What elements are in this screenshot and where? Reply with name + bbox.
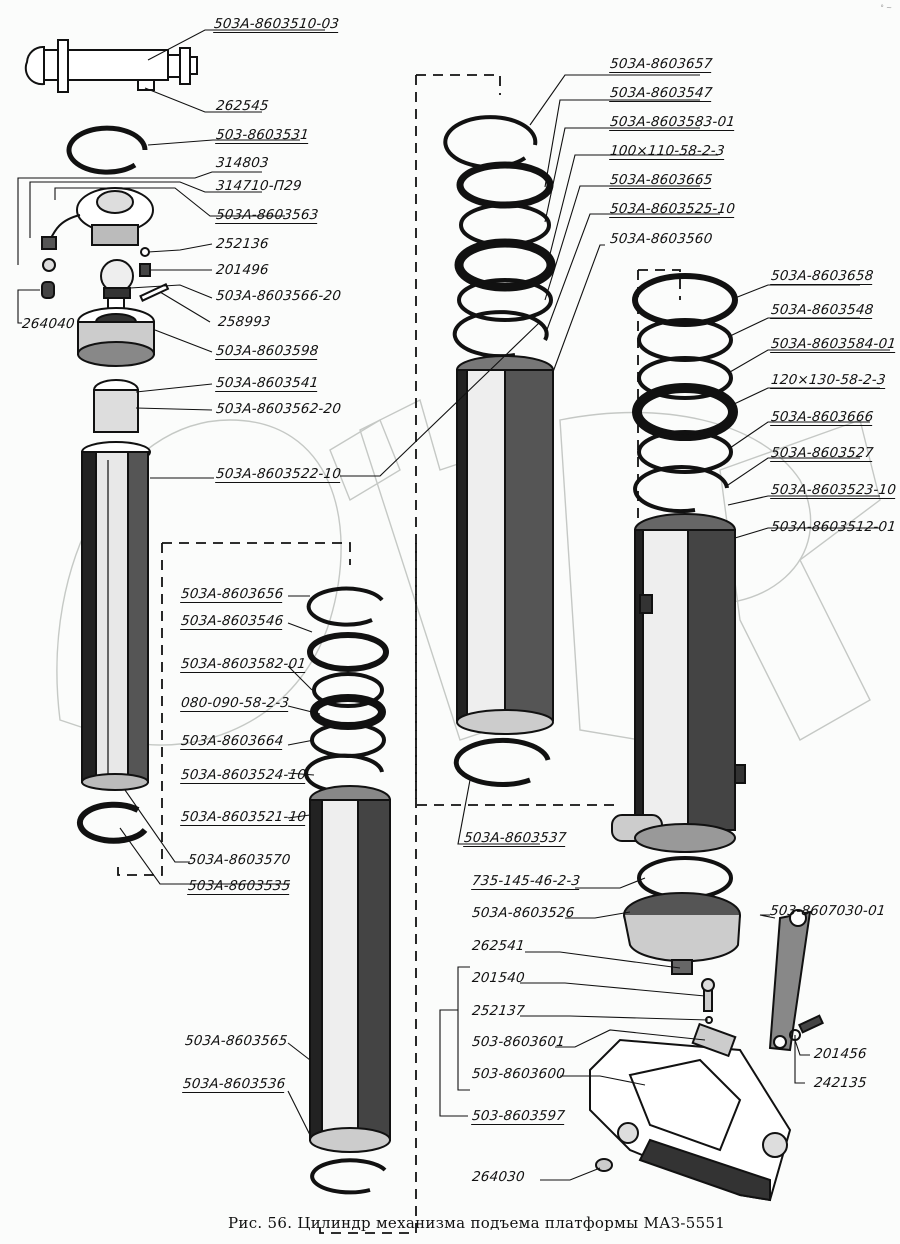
part-label: 503А-8603665 xyxy=(609,172,714,189)
part-label: 262541 xyxy=(471,938,526,954)
part-label: 120×130-58-2-3 xyxy=(770,372,887,389)
part-label: 503А-8603548 xyxy=(770,302,875,319)
middle-stage-rings xyxy=(443,115,556,359)
inner-stage-rings xyxy=(304,586,389,794)
part-label: 503А-8603563 xyxy=(215,207,320,224)
part-label: 264030 xyxy=(471,1169,526,1185)
part-label: 201456 xyxy=(813,1046,868,1062)
snap-ring-top xyxy=(66,125,148,175)
part-label: 252136 xyxy=(215,236,270,252)
part-label: 503А-8603560 xyxy=(609,231,714,247)
part-label: 503А-8603510-03 xyxy=(213,16,340,33)
part-label: 242135 xyxy=(813,1075,868,1091)
part-label: 503А-8603546 xyxy=(180,613,285,630)
part-label: 503А-8603526 xyxy=(471,905,576,921)
part-label: 503А-8603512-01 xyxy=(770,519,897,535)
part-label: 503А-8603523-10 xyxy=(770,482,897,499)
part-label: 264040 xyxy=(21,316,76,332)
part-label: 503А-8603565 xyxy=(184,1033,289,1049)
part-label: 503А-8603541 xyxy=(215,375,320,392)
corner-mark: ° ~ xyxy=(880,4,892,12)
part-label: 503А-8603570 xyxy=(187,852,292,868)
part-label: 503-8603531 xyxy=(215,127,310,144)
part-label: 503А-8603521-10 xyxy=(180,809,307,826)
watermark xyxy=(56,398,881,746)
left-cylinder xyxy=(81,451,149,791)
inner-stage-cylinder xyxy=(309,785,391,1195)
figure-caption: Рис. 56. Цилиндр механизма подъема платф… xyxy=(228,1214,726,1232)
part-label: 503А-8603525-10 xyxy=(609,201,736,218)
part-label: 201540 xyxy=(471,970,526,986)
top-head-cap xyxy=(24,39,198,93)
part-label: 503А-8603537 xyxy=(463,830,568,847)
part-label: 503А-8603666 xyxy=(770,409,875,426)
part-label: 503А-8603598 xyxy=(215,343,320,360)
part-label: 258993 xyxy=(217,314,272,330)
left-bottom-ring xyxy=(76,801,148,844)
part-label: 503А-8603582-01 xyxy=(180,656,307,673)
yoke-bracket xyxy=(589,978,792,1202)
part-label: 503-8603601 xyxy=(471,1034,566,1050)
part-label: 503А-8603527 xyxy=(770,445,875,462)
part-label: 314803 xyxy=(215,155,270,171)
part-label: 503А-8603524-10 xyxy=(180,767,307,784)
part-label: 735-145-46-2-3 xyxy=(471,873,582,890)
part-label: 100×110-58-2-3 xyxy=(609,143,726,160)
part-label: 503-8603600 xyxy=(471,1066,566,1082)
part-label: 262545 xyxy=(215,98,270,114)
part-label: 503А-8603583-01 xyxy=(609,114,736,131)
part-label: 503А-8603562-20 xyxy=(215,401,342,417)
part-label: 314710-П29 xyxy=(215,178,303,194)
part-label: 503А-8603656 xyxy=(180,586,285,603)
part-label: 503-8603597 xyxy=(471,1108,566,1125)
part-label: 503А-8603657 xyxy=(609,56,714,73)
outer-stage-cylinder xyxy=(611,513,746,853)
part-label: 503А-8603547 xyxy=(609,85,714,102)
part-label: 503А-8603584-01 xyxy=(770,336,897,353)
lever-arm xyxy=(768,909,824,1052)
part-label: 503А-8603566-20 xyxy=(215,288,342,304)
part-label: 080-090-58-2-3 xyxy=(180,695,291,712)
part-label: 503А-8603664 xyxy=(180,733,285,750)
part-label: 503А-8603536 xyxy=(182,1076,287,1093)
part-label: 252137 xyxy=(471,1003,526,1019)
part-label: 503А-8603535 xyxy=(187,878,292,895)
gland-nut xyxy=(77,307,155,367)
leader-lines xyxy=(17,29,890,1181)
middle-stage-cylinder xyxy=(453,355,554,787)
outer-stage-rings xyxy=(632,273,738,514)
vent-cap xyxy=(41,187,170,302)
group-frames xyxy=(117,74,681,1234)
rod-top-bushing xyxy=(81,379,151,463)
part-label: 503А-8603658 xyxy=(770,268,875,285)
outer-bottom xyxy=(623,856,741,975)
part-label: 503А-8603522-10 xyxy=(215,466,342,483)
part-label: 503-8607030-01 xyxy=(769,903,887,919)
part-label: 201496 xyxy=(215,262,270,278)
